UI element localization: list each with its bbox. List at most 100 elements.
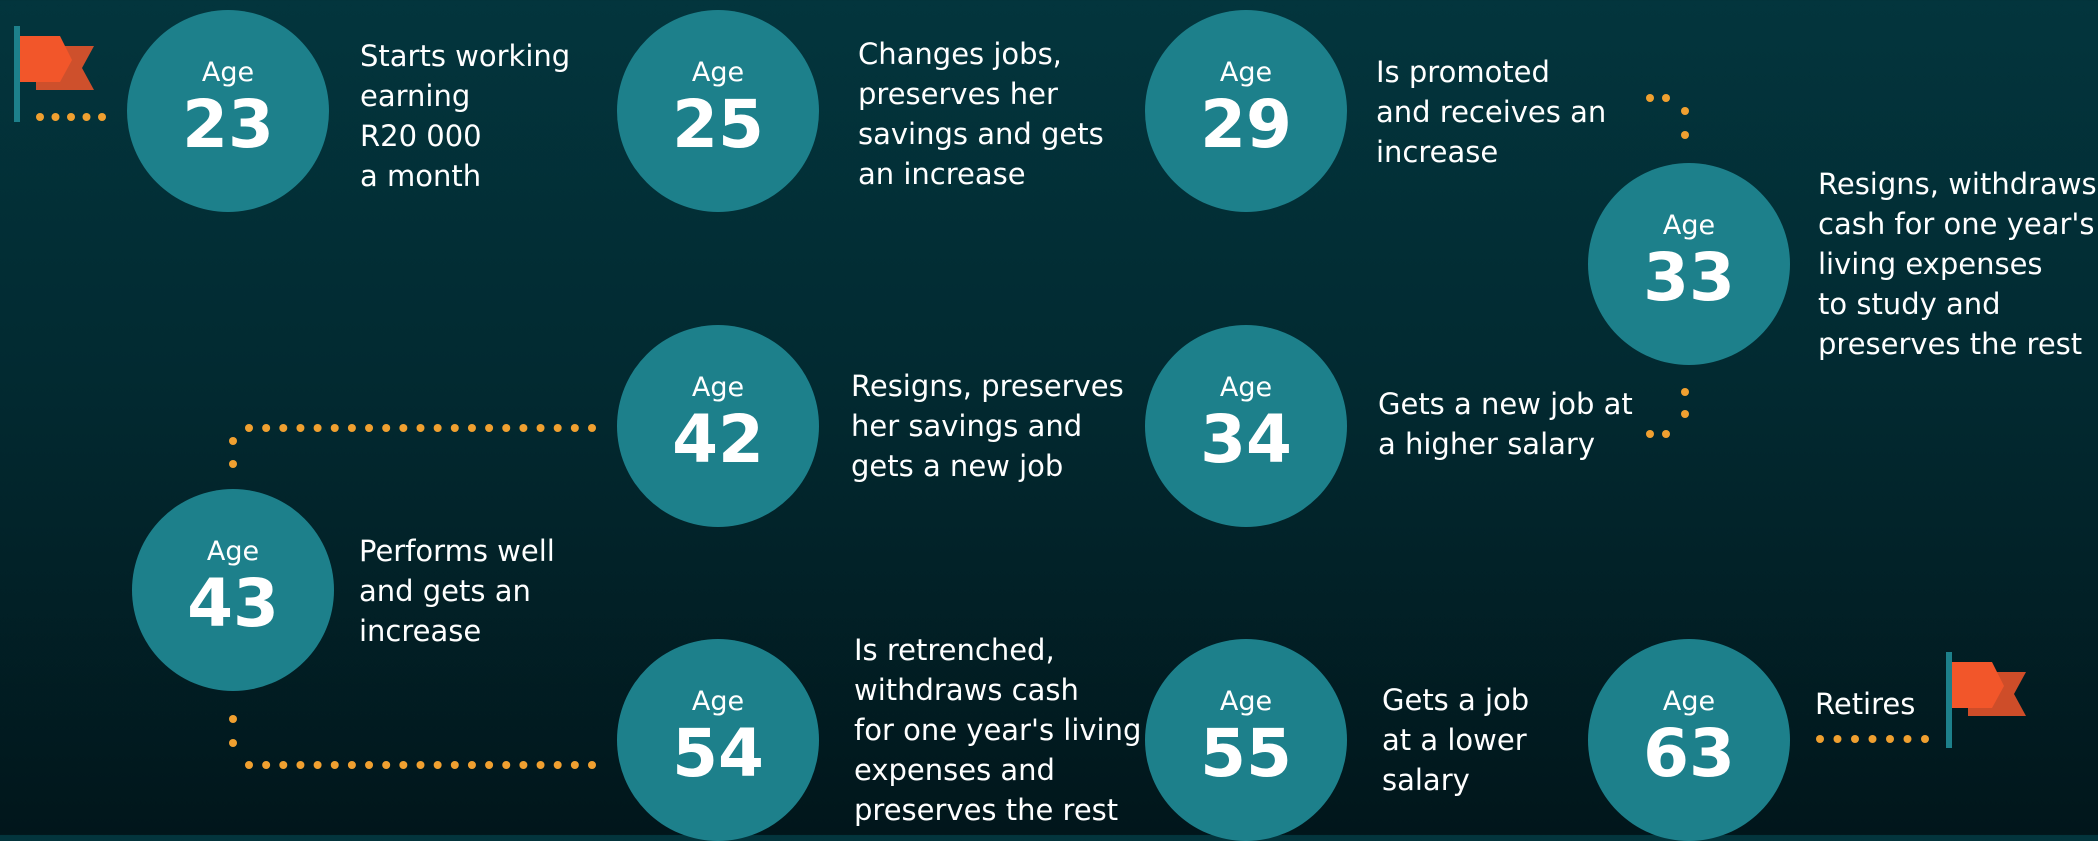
age-number: 23 [182, 85, 274, 163]
connector-dot [1646, 430, 1654, 438]
connector-dot [1886, 735, 1894, 743]
age-number: 54 [672, 714, 764, 792]
connector-dot [502, 761, 511, 769]
connector-dot [399, 424, 408, 432]
milestone-age-34: Age 34 [1145, 325, 1347, 527]
connector-dot [279, 761, 288, 769]
connector-dot [1903, 735, 1912, 743]
connector-dot [296, 424, 305, 432]
connector-dot [98, 113, 106, 121]
milestone-age-23: Age 23 [127, 10, 329, 212]
connector-dot [467, 424, 476, 432]
connector-dot [416, 424, 425, 432]
connector-dot [399, 761, 408, 769]
connector-dot [36, 113, 44, 121]
age-label: Age [691, 685, 745, 717]
connector-dot [229, 460, 237, 468]
connector-dot [82, 113, 91, 121]
connector-dot [570, 424, 579, 432]
connector-dot [365, 761, 374, 769]
connector-dot [570, 761, 579, 769]
connector-dot [519, 761, 528, 769]
milestone-age-29: Age 29 [1145, 10, 1347, 212]
milestone-description: Is retrenched, withdraws cash for one ye… [854, 633, 1142, 827]
age-number: 43 [187, 564, 279, 642]
milestone-description: Changes jobs, preserves her savings and … [858, 37, 1104, 191]
connector-dot [262, 424, 271, 432]
age-label: Age [691, 56, 745, 88]
connector-dot [536, 761, 545, 769]
connector-dot [588, 761, 596, 769]
connector-dot [450, 761, 459, 769]
milestone-age-42: Age 42 [617, 325, 819, 527]
milestone-description: Resigns, withdraws cash for one year's l… [1818, 167, 2097, 361]
connector-dot [365, 424, 374, 432]
connector-dot [245, 761, 253, 769]
milestone-description: Gets a job at a lower salary [1382, 683, 1530, 797]
connector-dot [485, 761, 494, 769]
milestone-age-63: Age 63 [1588, 639, 1790, 841]
connector-dot [229, 715, 237, 723]
connector-dot [1921, 735, 1929, 743]
connector-dot [330, 424, 339, 432]
connector-dot [1681, 410, 1689, 418]
age-label: Age [691, 371, 745, 403]
age-label: Age [1219, 56, 1273, 88]
connector-dot [313, 761, 322, 769]
milestone-description: Is promoted and receives an increase [1376, 55, 1607, 169]
milestone-description: Starts working earning R20 000 a month [360, 39, 571, 193]
connector-dot [1868, 735, 1877, 743]
milestone-age-25: Age 25 [617, 10, 819, 212]
connector-dot [1851, 735, 1859, 743]
connector-dot [519, 424, 528, 432]
connector-dot [67, 113, 75, 121]
age-number: 63 [1643, 714, 1735, 792]
connector-dot [502, 424, 511, 432]
connector-dot [588, 424, 596, 432]
milestone-age-33: Age 33 [1588, 163, 1790, 365]
age-number: 25 [672, 85, 764, 163]
connector-dot [536, 424, 545, 432]
age-label: Age [201, 56, 255, 88]
connector-dot [330, 761, 339, 769]
connector-dot [553, 761, 562, 769]
age-label: Age [1219, 371, 1273, 403]
connector-dot [1681, 107, 1689, 115]
connector-dot [467, 761, 476, 769]
connector-dot [1662, 430, 1670, 438]
connector-dot [229, 739, 237, 747]
start-flag-icon [14, 26, 94, 122]
connector-dot [433, 761, 442, 769]
connector-dot [51, 113, 60, 121]
milestone-age-43: Age 43 [132, 489, 334, 691]
connector-dot [1681, 131, 1689, 139]
age-number: 29 [1200, 85, 1292, 163]
connector-dot [1662, 94, 1670, 102]
age-label: Age [1219, 685, 1273, 717]
connector-dot [1681, 388, 1689, 396]
connector-dot [262, 761, 271, 769]
connector-dot [1833, 735, 1842, 743]
age-number: 34 [1200, 400, 1292, 478]
age-number: 42 [672, 400, 764, 478]
age-label: Age [206, 535, 260, 567]
dotted-path [36, 94, 1929, 769]
connector-dot [296, 761, 305, 769]
milestone-description: Retires [1815, 687, 1916, 721]
connector-dot [433, 424, 442, 432]
connector-dot [245, 424, 253, 432]
connector-dot [347, 761, 356, 769]
connector-dot [485, 424, 494, 432]
connector-dot [1816, 735, 1824, 743]
age-label: Age [1662, 685, 1716, 717]
connector-dot [279, 424, 288, 432]
finish-flag-icon [1946, 652, 2026, 748]
milestone-age-54: Age 54 [617, 639, 819, 841]
connector-dot [553, 424, 562, 432]
milestone-description: Performs well and gets an increase [359, 534, 555, 648]
connector-dot [416, 761, 425, 769]
connector-dot [450, 424, 459, 432]
connector-dot [229, 437, 237, 445]
connector-dot [347, 424, 356, 432]
